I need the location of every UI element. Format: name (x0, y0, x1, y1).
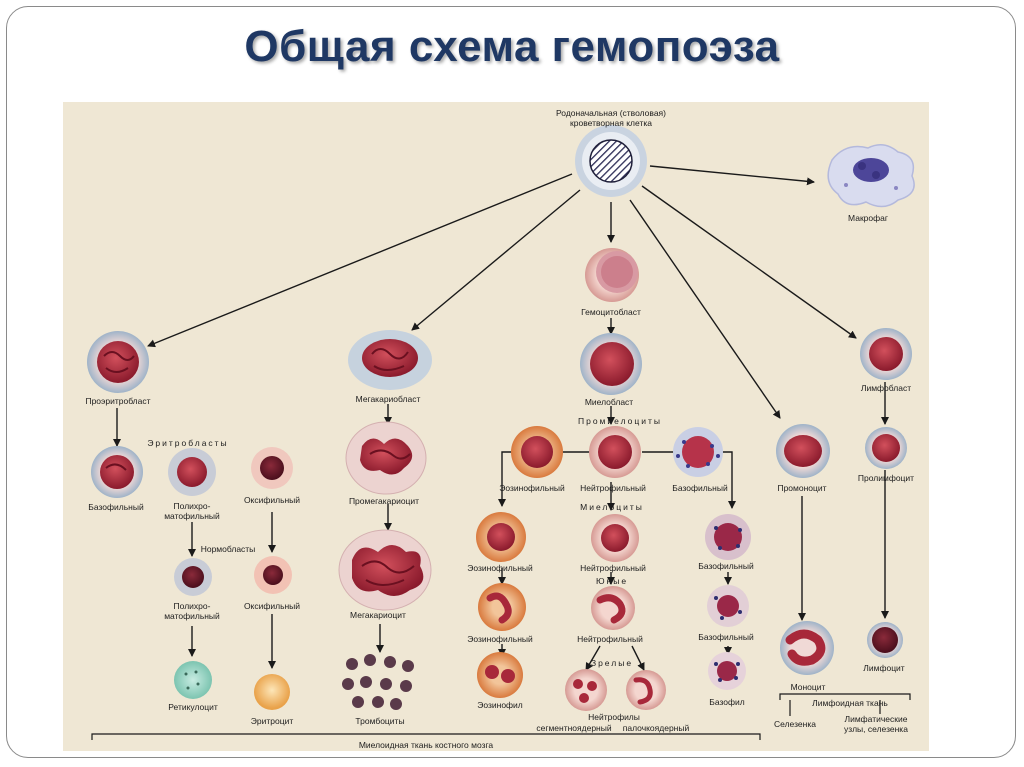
oxyphilic-erythroblast-cell (251, 447, 293, 489)
lymphoblast-cell (860, 328, 912, 380)
platelets-cells (342, 654, 414, 710)
myeloblast-cell (580, 333, 642, 395)
eosinophil-cell (477, 652, 523, 698)
lymphoid-tissue-label: Лимфоидная ткань (812, 698, 888, 708)
eosinophilic-metamyelocyte-cell (478, 583, 526, 631)
reticulocyte-label: Ретикулоцит (168, 702, 218, 712)
prolymphocyte-label: Пролимфоцит (858, 473, 914, 483)
eosinophil-label: Эозинофил (477, 700, 523, 710)
oxyphilic-label-2: Оксифильный (244, 601, 300, 611)
prolymphocyte-cell (865, 427, 907, 469)
myeloblast-label: Миелобласт (585, 397, 633, 407)
megakaryocyte-label: Мегакариоцит (350, 610, 406, 620)
spleen-label: Селезенка (774, 719, 816, 729)
eosinophilic-label-1: Эозинофильный (499, 483, 565, 493)
neutrophilic-metamyelocyte-cell (591, 586, 635, 630)
neutrophilic-label-2: Нейтрофильный (580, 563, 646, 573)
proerythroblast-label: Проэритробласт (85, 396, 150, 406)
stem-label-1: Родоначальная (стволовая) (556, 108, 666, 118)
polychromatophilic-label-2b: матофильный (164, 611, 220, 621)
monocyte-label: Моноцит (791, 682, 826, 692)
eosinophilic-label-2: Эозинофильный (467, 563, 533, 573)
page-title: Общая схема гемопоэза (244, 22, 780, 71)
promyelocytes-label: Промиелоциты (578, 416, 662, 426)
macrophage-cell (827, 144, 915, 208)
polychromatophilic-normoblast-cell (174, 558, 212, 596)
basophil-cell (708, 652, 746, 690)
basophilic-label-4: Базофильный (698, 632, 754, 642)
eosinophilic-promyelocyte-cell (511, 426, 563, 478)
lymphocyte-cell (867, 622, 903, 658)
normoblasts-label: Нормобласты (201, 544, 256, 554)
neutrophilic-label-3: Нейтрофильный (577, 634, 643, 644)
megakaryoblast-label: Мегакариобласт (356, 394, 421, 404)
megakaryocyte-cell (338, 529, 432, 611)
erythrocyte-cell (254, 674, 290, 710)
arrow-stem-to-proerythroblast (147, 173, 573, 348)
arrow-neut-to-band (631, 645, 645, 671)
labels: Родоначальная (стволовая) кроветворная к… (85, 108, 914, 750)
oxyphilic-label-1: Оксифильный (244, 495, 300, 505)
promegakaryocyte-cell (345, 421, 427, 495)
lymphoid-bracket (779, 693, 911, 700)
hemocytoblast-cell (585, 248, 639, 302)
neutrophilic-myelocyte-cell (591, 514, 639, 562)
neutrophils-label: Нейтрофилы (588, 712, 640, 722)
band-label: палочкоядерный (623, 723, 690, 733)
segmented-neutrophil-cell (565, 669, 607, 711)
lymphoblast-label: Лимфобласт (861, 383, 911, 393)
megakaryoblast-cell (348, 330, 432, 390)
promonocyte-label: Промоноцит (777, 483, 826, 493)
tissue-brackets (91, 693, 911, 740)
arrow-stem-to-lymphoblast (641, 185, 857, 339)
platelets-label: Тромбоциты (355, 716, 404, 726)
myelocytes-label: Миелоциты (580, 502, 644, 512)
arrow-neut-to-segmented (585, 645, 601, 671)
basophilic-promyelocyte-cell (673, 427, 723, 477)
basophilic-erythroblast-cell (91, 446, 143, 498)
arrows (113, 165, 889, 671)
stem-label-2: кроветворная клетка (570, 118, 652, 128)
basophilic-label-3: Базофильный (698, 561, 754, 571)
arrow-stem-to-macrophage (649, 165, 815, 186)
myeloid-bracket (91, 733, 761, 740)
polychromatophilic-label-2a: Полихро- (174, 601, 211, 611)
myeloid-tissue-label: Миелоидная ткань костного мозга (359, 740, 494, 750)
arrow-stem-to-megakaryoblast (411, 189, 581, 331)
neutrophilic-promyelocyte-cell (589, 426, 641, 478)
reticulocyte-cell (174, 661, 212, 699)
erythrocyte-label: Эритроцит (251, 716, 294, 726)
basophilic-label-2: Базофильный (672, 483, 728, 493)
erythroblasts-label: Эритробласты (147, 438, 228, 448)
polychromatophilic-label-1a: Полихро- (174, 501, 211, 511)
proerythroblast-cell (87, 331, 149, 393)
lymph-nodes-label-2: узлы, селезенка (844, 724, 908, 734)
promegakaryocyte-label: Промегакариоцит (349, 496, 419, 506)
mature-label: Зрелые (591, 658, 633, 668)
basophilic-label-1: Базофильный (88, 502, 144, 512)
promonocyte-cell (776, 424, 830, 478)
macrophage-label: Макрофаг (848, 213, 888, 223)
lymph-nodes-label-1: Лимфатические (845, 714, 908, 724)
stem-cell (575, 125, 647, 197)
lymphocyte-label: Лимфоцит (863, 663, 905, 673)
arrow-stem-to-promonocyte (629, 199, 781, 419)
polychromatophilic-erythroblast-cell (168, 448, 216, 496)
young-label: Юные (596, 576, 628, 586)
eosinophilic-myelocyte-cell (476, 512, 526, 562)
eosinophilic-label-3: Эозинофильный (467, 634, 533, 644)
polychromatophilic-label-1b: матофильный (164, 511, 220, 521)
neutrophilic-label-1: Нейтрофильный (580, 483, 646, 493)
oxyphilic-normoblast-cell (254, 556, 292, 594)
monocyte-cell (780, 621, 834, 675)
band-neutrophil-cell (626, 670, 666, 710)
basophilic-metamyelocyte-cell (707, 585, 749, 627)
hemocytoblast-label: Гемоцитобласт (581, 307, 641, 317)
basophilic-myelocyte-cell (705, 514, 751, 560)
basophil-label: Базофил (709, 697, 744, 707)
segmented-label: сегментноядерный (536, 723, 611, 733)
